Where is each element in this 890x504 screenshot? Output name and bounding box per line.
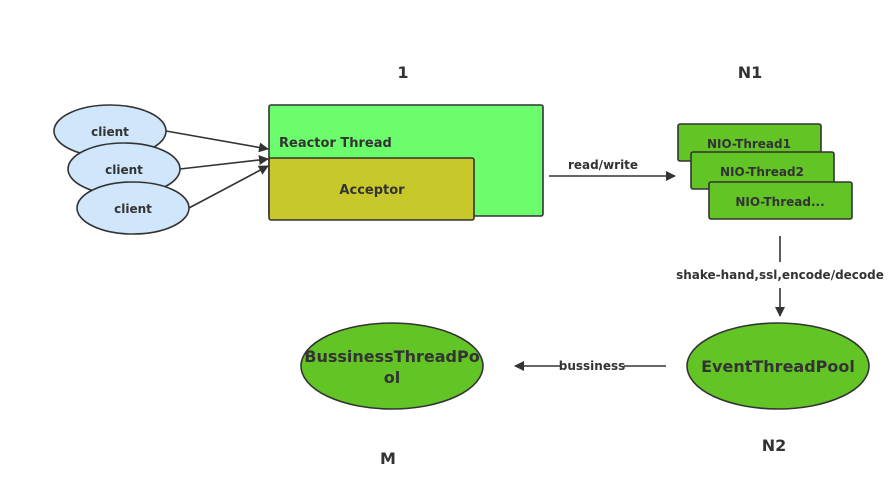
event-thread-pool-label: EventThreadPool	[701, 357, 855, 376]
event-thread-pool-node: EventThreadPool	[686, 322, 870, 410]
acceptor-label: Acceptor	[339, 183, 405, 198]
nio-count-label: N1	[738, 63, 763, 82]
nio-thread-3: NIO-Thread...	[708, 181, 853, 220]
event-count-label: N2	[762, 436, 787, 455]
client-label: client	[105, 163, 143, 177]
nio-thread-label: NIO-Thread2	[720, 165, 804, 179]
client-1-arrow	[165, 130, 269, 153]
nio-thread-2: NIO-Thread2	[690, 151, 835, 190]
read-write-label: read/write	[568, 158, 638, 172]
nio-thread-1: NIO-Thread1	[677, 123, 822, 162]
client-node-3: client	[76, 181, 190, 235]
nio-thread-label: NIO-Thread...	[735, 195, 824, 209]
business-count-label: M	[380, 449, 396, 468]
nio-thread-label: NIO-Thread1	[707, 137, 791, 151]
acceptor-box: Acceptor	[268, 157, 475, 221]
client-3-arrow	[188, 165, 269, 209]
business-thread-pool-label-line1: BussinessThreadPo	[304, 347, 479, 366]
reactor-thread-label: Reactor Thread	[279, 136, 392, 151]
client-label: client	[114, 202, 152, 216]
business-thread-pool-node: BussinessThreadPo ol	[300, 322, 484, 410]
client-node-2: client	[67, 142, 181, 196]
bussiness-label: bussiness	[559, 359, 626, 373]
client-2-arrow	[179, 155, 269, 170]
business-thread-pool-label-line2: ol	[384, 368, 400, 387]
reactor-count-label: 1	[397, 63, 408, 82]
client-label: client	[91, 125, 129, 139]
shake-hand-label: shake-hand,ssl,encode/decode	[676, 268, 884, 282]
